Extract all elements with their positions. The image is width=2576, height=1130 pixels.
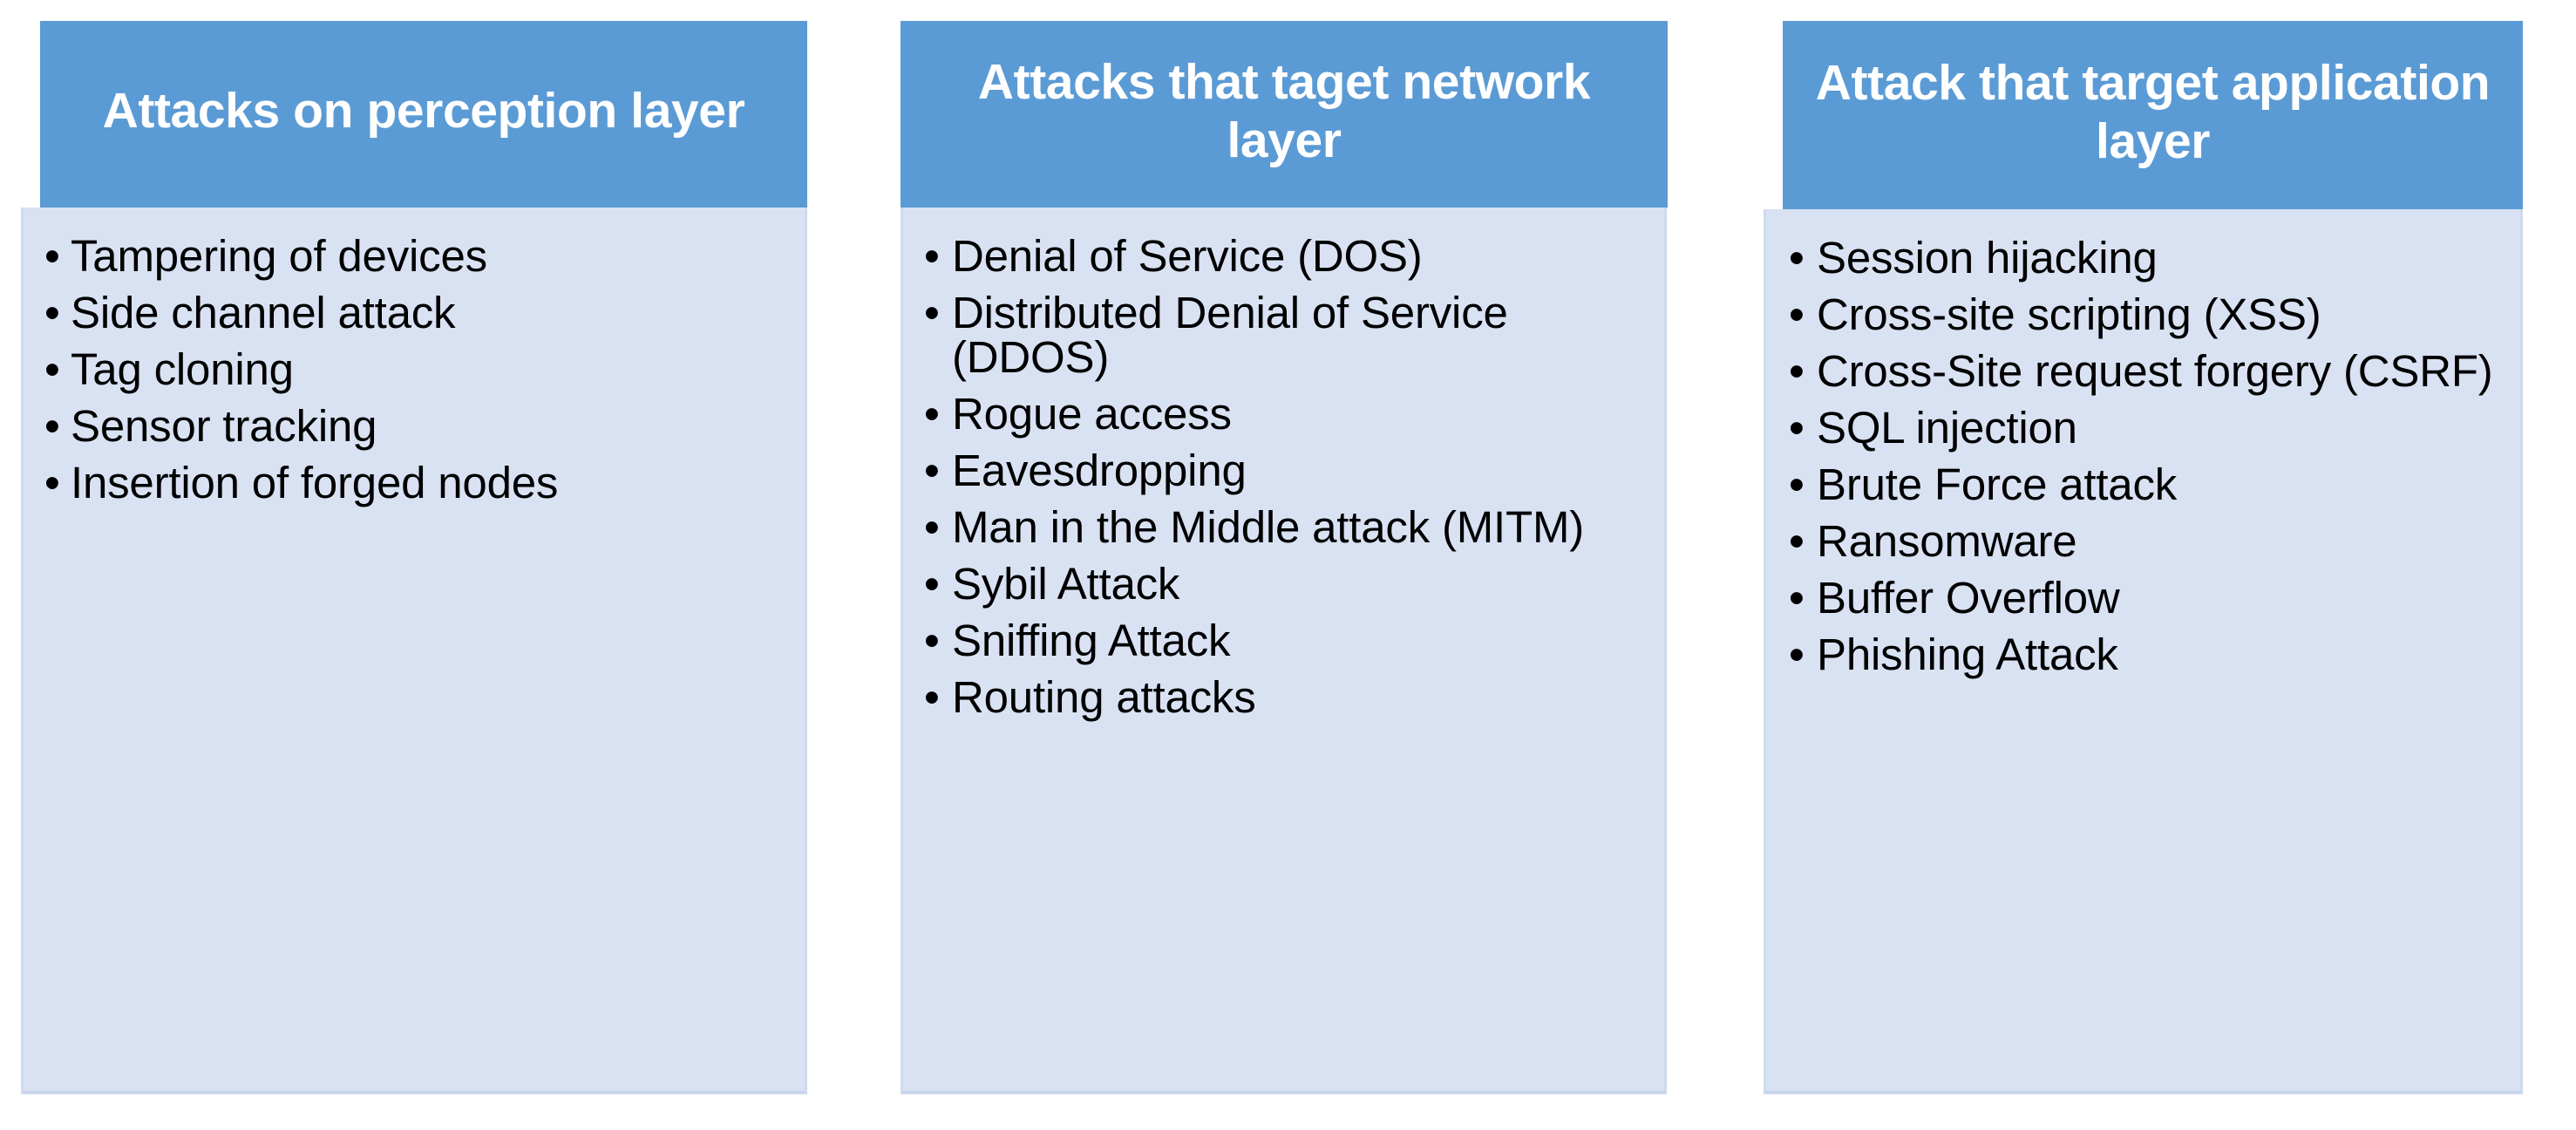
bullet-icon: • [924, 502, 940, 552]
column-network-layer: Attacks that taget network layer • Denia… [901, 21, 1687, 1094]
bullet-icon: • [1789, 233, 1805, 282]
list-item: • Insertion of forged nodes [34, 460, 787, 505]
bullet-icon: • [1789, 459, 1805, 509]
bullet-icon: • [924, 672, 940, 722]
list-item-label: Session hijacking [1817, 233, 2158, 282]
list-item-label: Side channel attack [71, 288, 456, 337]
list-item: • Brute Force attack [1777, 462, 2503, 507]
list-item-label: Cross-Site request forgery (CSRF) [1817, 346, 2493, 396]
list-item-label: Routing attacks [952, 672, 1256, 722]
list-item: • SQL injection [1777, 405, 2503, 450]
list-item: • Cross-Site request forgery (CSRF) [1777, 349, 2503, 393]
list-item-label: Sensor tracking [71, 401, 377, 451]
bullet-icon: • [1789, 573, 1805, 623]
column-application-layer: Attack that target application layer • S… [1764, 21, 2523, 1094]
bullet-icon: • [44, 401, 60, 451]
list-item: • Phishing Attack [1777, 632, 2503, 677]
list-item: • Distributed Denial of Service (DDOS) [914, 290, 1647, 379]
list-item-label: Rogue access [952, 389, 1232, 439]
list-item: • Sniffing Attack [914, 618, 1647, 663]
list-item: • Side channel attack [34, 290, 787, 335]
list-item: • Sensor tracking [34, 404, 787, 448]
list-item-label: Insertion of forged nodes [71, 458, 559, 507]
list-item-label: Man in the Middle attack (MITM) [952, 502, 1585, 552]
list-item: • Routing attacks [914, 675, 1647, 719]
bullet-icon: • [924, 231, 940, 281]
list-item: • Eavesdropping [914, 448, 1647, 493]
list-item-label: Phishing Attack [1817, 630, 2118, 679]
column-header-title: Attack that target application layer [1815, 54, 2491, 169]
list-item-label: Eavesdropping [952, 446, 1247, 495]
bullet-icon: • [44, 458, 60, 507]
bullet-icon: • [1789, 403, 1805, 453]
list-item-label: Denial of Service (DOS) [952, 231, 1423, 281]
bullet-list-application-layer: • Session hijacking • Cross-site scripti… [1777, 235, 2503, 677]
list-item-label: Buffer Overflow [1817, 573, 2120, 623]
column-body-network-layer: • Denial of Service (DOS) • Distributed … [901, 208, 1667, 1094]
bullet-icon: • [1789, 346, 1805, 396]
column-body-perception-layer: • Tampering of devices • Side channel at… [21, 208, 807, 1094]
column-header-title: Attacks that taget network layer [977, 53, 1591, 168]
column-header-title: Attacks on perception layer [102, 83, 745, 140]
list-item: • Session hijacking [1777, 235, 2503, 280]
bullet-list-perception-layer: • Tampering of devices • Side channel at… [34, 234, 787, 505]
bullet-icon: • [924, 288, 940, 337]
list-item: • Man in the Middle attack (MITM) [914, 505, 1647, 549]
list-item-label: Ransomware [1817, 516, 2077, 566]
bullet-icon: • [924, 389, 940, 439]
bullet-icon: • [924, 559, 940, 609]
bullet-icon: • [44, 288, 60, 337]
list-item-label: SQL injection [1817, 403, 2077, 453]
column-body-application-layer: • Session hijacking • Cross-site scripti… [1764, 209, 2523, 1094]
list-item-label: Distributed Denial of Service (DDOS) [952, 288, 1508, 382]
bullet-icon: • [924, 446, 940, 495]
bullet-icon: • [1789, 630, 1805, 679]
bullet-icon: • [1789, 516, 1805, 566]
list-item-label: Sybil Attack [952, 559, 1180, 609]
list-item: • Buffer Overflow [1777, 575, 2503, 620]
list-item-label: Sniffing Attack [952, 616, 1231, 665]
column-header-perception-layer: Attacks on perception layer [40, 21, 807, 208]
list-item: • Tag cloning [34, 347, 787, 391]
bullet-icon: • [1789, 289, 1805, 339]
list-item: • Tampering of devices [34, 234, 787, 278]
bullet-icon: • [44, 344, 60, 394]
list-item: • Sybil Attack [914, 562, 1647, 606]
list-item: • Cross-site scripting (XSS) [1777, 292, 2503, 337]
bullet-icon: • [924, 616, 940, 665]
list-item: • Rogue access [914, 391, 1647, 436]
list-item-label: Brute Force attack [1817, 459, 2178, 509]
bullet-icon: • [44, 231, 60, 281]
list-item: • Denial of Service (DOS) [914, 234, 1647, 278]
list-item-label: Cross-site scripting (XSS) [1817, 289, 2321, 339]
column-header-network-layer: Attacks that taget network layer [901, 21, 1668, 208]
column-header-application-layer: Attack that target application layer [1783, 21, 2523, 209]
list-item-label: Tampering of devices [71, 231, 487, 281]
list-item: • Ransomware [1777, 519, 2503, 563]
column-perception-layer: Attacks on perception layer • Tampering … [21, 21, 807, 1094]
bullet-list-network-layer: • Denial of Service (DOS) • Distributed … [914, 234, 1647, 719]
list-item-label: Tag cloning [71, 344, 294, 394]
